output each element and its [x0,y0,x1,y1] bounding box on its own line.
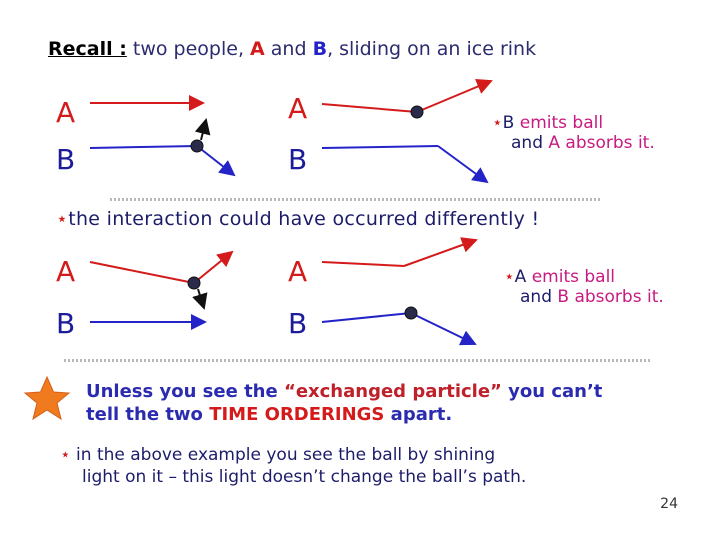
recall-label: Recall : [48,38,127,60]
row1-after [321,79,493,184]
label-a-right-1: A [288,92,308,125]
interaction-note: ⋆the interaction could have occurred dif… [56,208,540,230]
label-b-left-2: B [56,307,76,340]
ball-icon [404,306,418,320]
slide-title: Recall : two people, A and B, sliding on… [48,38,537,60]
unless-statement: Unless you see the “exchanged particle” … [86,381,603,425]
note-a-emits: ⋆A emits ball and B absorbs it. [504,267,664,307]
bullet-star-icon: ⋆ [492,113,503,133]
trajectory-b-1l-out [196,145,236,177]
ball-icon [410,105,424,119]
person-b: B [312,38,328,60]
note-b-emits: ⋆B emits ball and A absorbs it. [492,113,655,153]
trajectory-a-1r-in [321,103,418,113]
label-b-right-2: B [288,307,308,340]
label-a-left-1: A [56,96,76,129]
person-a: A [250,38,265,60]
ball-light-note: ⋆ in the above example you see the ball … [60,445,527,487]
label-b-right-1: B [288,143,308,176]
ball-path [192,288,208,310]
trajectory-b-2r-in [321,312,412,323]
ball-icon [190,139,204,153]
separator [110,198,600,201]
bullet-star-icon: ⋆ [504,267,515,287]
trajectory-a-2r-in [321,261,405,267]
row1-before [89,95,236,177]
label-a-left-2: A [56,255,76,288]
exchanged-particle: “exchanged particle” [283,381,502,402]
separator [64,359,652,362]
time-orderings: TIME ORDERINGS [209,404,385,425]
label-b-left-1: B [56,143,76,176]
row2-after [321,237,478,346]
trajectory-a-2l-in [89,261,195,284]
trajectory-b-1r-in [321,145,439,149]
trajectory-b-1l-in [89,145,198,149]
row2-before [89,250,234,330]
ball-icon [187,276,201,290]
ball-path [194,118,211,141]
trajectory-b-1r-out [437,145,489,184]
label-a-right-2: A [288,255,308,288]
orange-star-icon [23,375,71,421]
trajectory-a-1r-out [416,79,493,113]
page-number: 24 [660,496,678,512]
bullet-star-icon: ⋆ [56,208,69,230]
trajectory-a-2r-out [403,237,478,267]
trajectory-a-2l-out [193,250,234,284]
bullet-star-icon: ⋆ [60,445,71,465]
trajectory-b-2r-out [410,312,477,346]
